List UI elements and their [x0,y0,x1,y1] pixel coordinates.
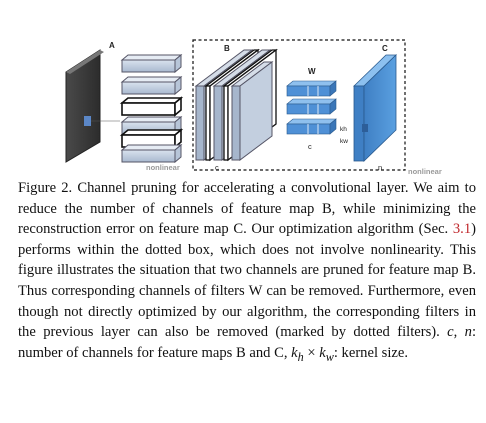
times-symbol: × [303,344,320,361]
feature-map-b [194,48,278,162]
w-filter-3 [286,118,337,135]
filter-bar-1 [120,53,183,74]
var-kh-sub: h [297,349,304,364]
figure-caption: Figure 2. Channel pruning for accelerati… [18,178,476,367]
label-w: W [308,67,316,76]
caption-prefix: Figure 2. Channel pruning for accelerati… [18,180,476,238]
filter-bar-dotted-2 [119,128,184,149]
label-c-bottom: c [215,163,219,172]
w-filter-2 [286,98,337,115]
label-n-bottom: n [378,163,382,172]
feature-map-a [65,49,120,163]
label-a: A [109,41,115,50]
label-kw: kw [340,138,348,145]
var-kh: k [291,344,298,361]
label-b: B [224,44,230,53]
previous-layer-filters [119,53,184,164]
var-kw: k [319,344,326,361]
var-c: c [447,324,454,341]
filter-bar-dotted-1 [119,96,184,117]
var-kw-sub: w [325,349,334,364]
caption-body-2: : number of channels for feature maps B … [18,324,477,361]
nonlinear-label-left: nonlinear [146,163,180,172]
filter-bar-2 [120,75,183,96]
channel-pruning-figure: A nonlinear B c W c kh kw C n nonlinear [65,39,442,175]
w-filter-1 [286,80,337,97]
label-c-small: c [308,142,312,151]
label-c: C [382,44,388,53]
filter-bar-4 [120,143,183,164]
caption-body: ) performs within the dotted box, which … [18,221,476,341]
section-reference-link[interactable]: 3.1 [452,221,472,238]
caption-sep: , [453,324,465,341]
optimization-dotted-box [192,39,406,171]
feature-map-c [353,54,397,162]
caption-end: : kernel size. [333,344,408,361]
channel-slab-5 [230,61,274,161]
var-n: n [464,324,472,341]
nonlinear-label-right: nonlinear [408,167,442,175]
filters-w [286,80,337,135]
label-kh: kh [340,126,347,133]
